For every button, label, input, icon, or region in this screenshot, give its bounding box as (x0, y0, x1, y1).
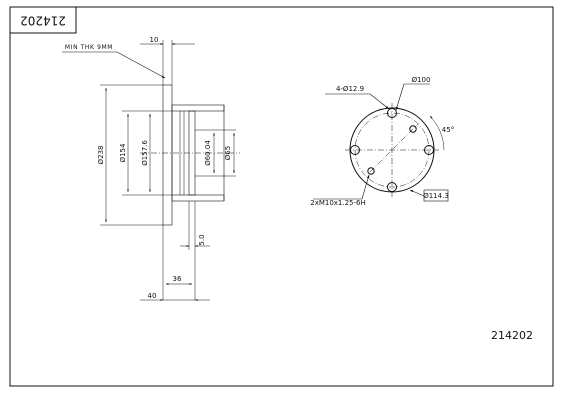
stamp-text: 214202 (20, 14, 66, 28)
dim-total-height: 40 (148, 292, 157, 300)
hat-flange-top (171, 104, 225, 112)
angle-callout: 45° (442, 126, 454, 134)
min-thickness-note: MIN THK 9MM (65, 44, 113, 51)
sheet-border (9, 6, 554, 387)
bolt-hole-right (424, 145, 434, 155)
hat-flange-bottom (171, 194, 225, 202)
pitch-circle (354, 112, 430, 188)
holes-callout: 4-Ø12.9 (336, 85, 364, 93)
bolt-view: 4-Ø12.9 Ø100 45° 2xM10x1.25-6H Ø114.3 (310, 76, 454, 207)
section-view: MIN THK 9MM 10 Ø238 Ø154 Ø157.6 Ø60.04 Ø… (62, 36, 240, 301)
dim-outer-diameter: Ø238 (97, 146, 105, 165)
angle-arc (429, 115, 445, 151)
dim-hub-diameter: Ø154 (119, 143, 127, 162)
thread-hole-lower (367, 167, 375, 175)
part-number: 214202 (491, 329, 533, 342)
thread-callout: 2xM10x1.25-6H (310, 199, 366, 207)
dim-offset: 36 (173, 275, 182, 283)
dim-bore-tolerance: Ø60.04 (204, 140, 212, 166)
stamp-box: 214202 (9, 6, 77, 34)
dim-center-bore: Ø65 (224, 146, 232, 160)
pitch-callout: Ø114.3 (423, 192, 449, 200)
pcd-callout: Ø100 (412, 76, 431, 84)
dim-flange-thickness: 5.0 (198, 234, 206, 245)
dim-thickness-top: 10 (150, 36, 159, 44)
disc-section (162, 84, 173, 226)
bolt-hole-top (387, 108, 397, 118)
pitch-callout-box (423, 189, 449, 202)
bolt-hole-left (350, 145, 360, 155)
thread-hole-upper (409, 125, 417, 133)
dim-inner-diameter: Ø157.6 (141, 140, 149, 166)
bolt-hole-bottom (387, 182, 397, 192)
